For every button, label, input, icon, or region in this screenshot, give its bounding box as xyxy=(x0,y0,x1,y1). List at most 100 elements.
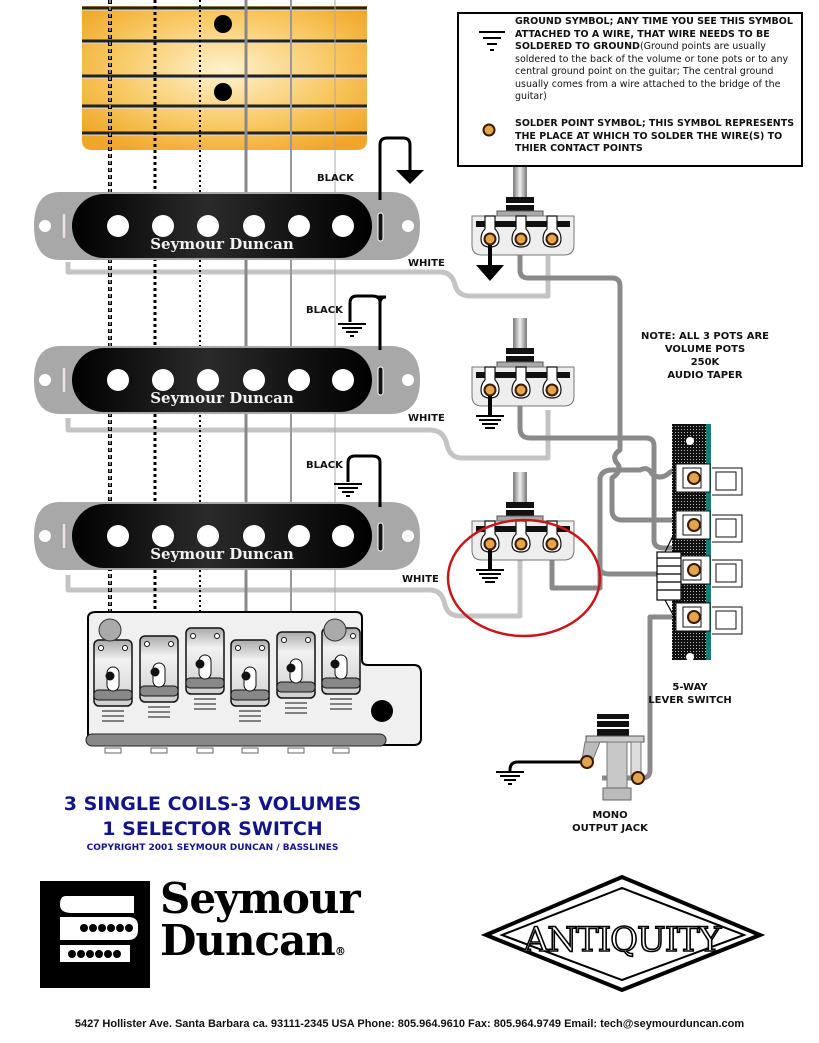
ground-symbol-title: GROUND SYMBOL; ANY TIME YOU SEE THIS SYM… xyxy=(515,16,793,52)
pole-piece xyxy=(332,215,354,237)
logo-dot xyxy=(86,950,94,958)
jack-label-line: MONO xyxy=(592,810,628,821)
pickup-1-black-label: BLACK xyxy=(317,173,355,184)
solder-point xyxy=(687,610,701,624)
solder-point xyxy=(580,755,594,769)
pole-piece xyxy=(197,215,219,237)
pots-note-line: VOLUME POTS xyxy=(664,344,746,355)
copyright: COPYRIGHT 2001 SEYMOUR DUNCAN / BASSLINE… xyxy=(86,843,339,853)
string-anchor xyxy=(150,667,160,677)
solder-point xyxy=(545,232,559,246)
mounting-hole xyxy=(39,530,51,542)
solder-point xyxy=(514,537,528,551)
solder-point xyxy=(514,383,528,397)
string-anchor xyxy=(105,671,115,681)
ground-symbol-icon xyxy=(479,31,505,51)
height-screw xyxy=(61,522,67,550)
pole-piece xyxy=(243,369,265,391)
pot-shaft xyxy=(513,318,527,348)
pole-piece xyxy=(197,525,219,547)
pickup-cover xyxy=(72,348,372,412)
logo-dot xyxy=(80,924,88,932)
pickup: Seymour Duncan xyxy=(34,346,420,414)
pots-note: NOTE: ALL 3 POTS ARE VOLUME POTS 250K AU… xyxy=(620,330,790,382)
pots-note-line: 250K xyxy=(690,357,720,368)
logo-dot xyxy=(89,924,97,932)
hot-wires xyxy=(65,256,551,619)
pole-piece xyxy=(152,215,174,237)
pole-piece xyxy=(243,525,265,547)
fretboard xyxy=(82,6,367,150)
jack-label: MONO OUTPUT JACK xyxy=(560,809,660,835)
ground-lug xyxy=(377,522,384,552)
string-anchor xyxy=(195,659,205,669)
pickup: Seymour Duncan xyxy=(34,502,420,570)
pickup-1-white-label: WHITE xyxy=(408,258,445,269)
pickup-cover xyxy=(72,504,372,568)
pots-note-line: NOTE: ALL 3 POTS ARE xyxy=(640,331,769,342)
solder-point xyxy=(687,518,701,532)
pickup-brand-label: Seymour Duncan xyxy=(150,235,294,253)
highlight-circle xyxy=(446,518,602,638)
solder-point xyxy=(545,537,559,551)
logo-dot xyxy=(113,950,121,958)
ground-symbol-icons xyxy=(334,170,424,497)
switch-label: 5-WAY LEVER SWITCH xyxy=(640,681,740,707)
solder-point xyxy=(514,232,528,246)
logo-dot xyxy=(98,924,106,932)
title-line-1: 3 SINGLE COILS-3 VOLUMES xyxy=(63,793,362,815)
volume-pots xyxy=(471,167,575,583)
bridge xyxy=(85,611,422,754)
solder-point xyxy=(687,563,701,577)
solder-point xyxy=(483,537,497,551)
mounting-hole xyxy=(402,530,414,542)
height-screw xyxy=(61,212,67,240)
pickup-brand-label: Seymour Duncan xyxy=(150,545,294,563)
pickup-brand-label: Seymour Duncan xyxy=(150,389,294,407)
mounting-hole xyxy=(39,374,51,386)
string-anchor xyxy=(286,663,296,673)
pickup-3-black-label: BLACK xyxy=(306,460,344,471)
fret-marker xyxy=(214,83,232,101)
solder-symbol-description: SOLDER POINT SYMBOL; THIS SYMBOL REPRESE… xyxy=(515,118,795,154)
legend-box: GROUND SYMBOL; ANY TIME YOU SEE THIS SYM… xyxy=(457,12,803,167)
switch-label-line: 5-WAY xyxy=(672,682,708,693)
logo-dot xyxy=(95,950,103,958)
output-jack xyxy=(496,714,645,801)
ground-wires xyxy=(346,136,412,507)
solder-point xyxy=(545,383,559,397)
seymour-duncan-wordmark: Seymour Duncan® xyxy=(160,874,361,973)
volume-pot xyxy=(471,318,575,429)
pole-piece xyxy=(197,369,219,391)
pole-piece xyxy=(152,525,174,547)
pole-piece xyxy=(288,369,310,391)
ground-symbol-icon xyxy=(476,265,504,281)
pot-washer xyxy=(496,361,544,368)
pot-washer xyxy=(496,210,544,217)
jack-label-line: OUTPUT JACK xyxy=(572,823,648,834)
title-line-2: 1 SELECTOR SWITCH xyxy=(102,818,323,840)
string-anchor xyxy=(330,659,340,669)
pot-shaft xyxy=(513,472,527,502)
pole-piece xyxy=(332,525,354,547)
volume-pot xyxy=(471,167,575,281)
antiquity-text: ANTIQUITY xyxy=(523,920,722,960)
logo-dot xyxy=(77,950,85,958)
pickup: Seymour Duncan xyxy=(34,192,420,260)
pickup-cover xyxy=(72,194,372,258)
solder-point xyxy=(631,771,645,785)
solder-point xyxy=(483,232,497,246)
ground-lug xyxy=(377,366,384,396)
footer-contact: 5427 Hollister Ave. Santa Barbara ca. 93… xyxy=(74,1018,745,1030)
wordmark-line-1: Seymour xyxy=(160,874,361,923)
pole-piece xyxy=(107,369,129,391)
logo-dot xyxy=(116,924,124,932)
string-ball-end xyxy=(98,618,122,642)
logo-dot xyxy=(104,950,112,958)
pole-piece xyxy=(332,369,354,391)
registered-mark: ® xyxy=(334,945,346,958)
pole-piece xyxy=(107,525,129,547)
antiquity-logo: ANTIQUITY xyxy=(480,874,766,993)
mounting-hole xyxy=(402,374,414,386)
